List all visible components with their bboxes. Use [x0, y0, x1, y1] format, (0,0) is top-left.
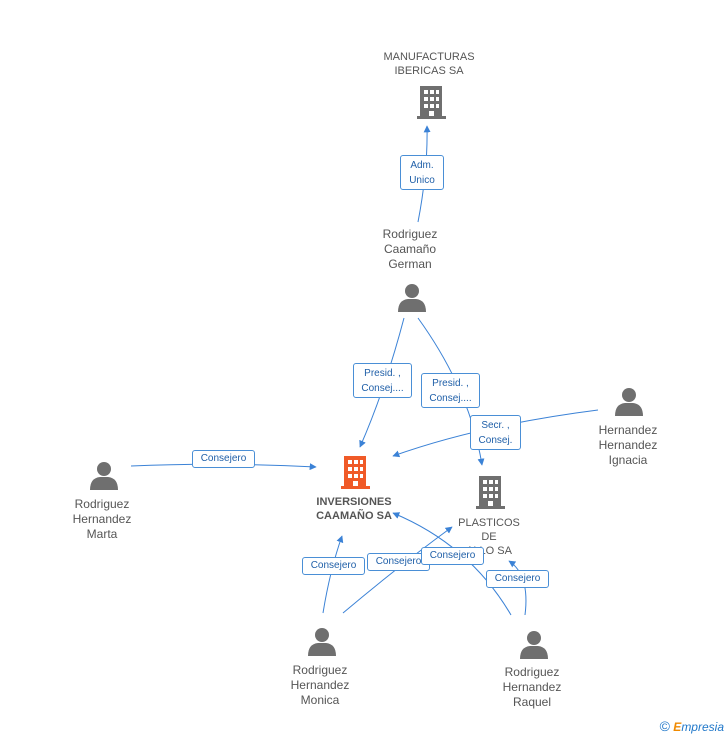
edge-label-ignacia-inversiones[interactable]: Secr. , Consej. [470, 415, 521, 450]
copyright-icon: © [659, 718, 670, 734]
node-label-marta[interactable]: Rodriguez Hernandez Marta [72, 497, 132, 541]
node-label-monica[interactable]: Rodriguez Hernandez Monica [290, 663, 350, 707]
person-icon[interactable] [88, 460, 120, 492]
person-icon[interactable] [613, 386, 645, 418]
edge-label-german-inversiones[interactable]: Presid. , Consej.... [353, 363, 412, 398]
building-icon[interactable] [475, 474, 507, 510]
person-icon[interactable] [396, 282, 428, 314]
node-label-german[interactable]: Rodriguez Caamaño German [382, 227, 438, 271]
person-icon[interactable] [306, 626, 338, 658]
edge-label-german-plasticos[interactable]: Presid. , Consej.... [421, 373, 480, 408]
person-icon[interactable] [518, 629, 550, 661]
brand-name: mpresia [681, 720, 724, 734]
edge-label-marta-inversiones[interactable]: Consejero [192, 450, 255, 468]
node-label-ignacia[interactable]: Hernandez Hernandez Ignacia [598, 423, 658, 467]
empresia-logo[interactable]: © Empresia [660, 718, 724, 734]
edge-label-raquel-inversiones[interactable]: Consejero [421, 547, 484, 565]
node-label-manufacturas[interactable]: MANUFACTURAS IBERICAS SA [383, 51, 475, 77]
building-icon[interactable] [340, 454, 372, 490]
node-label-raquel[interactable]: Rodriguez Hernandez Raquel [502, 665, 562, 709]
edge-label-monica-inversiones[interactable]: Consejero [302, 557, 365, 575]
brand-first-letter: E [673, 720, 682, 734]
edge-label-raquel-plasticos[interactable]: Consejero [486, 570, 549, 588]
building-icon[interactable] [416, 84, 448, 120]
node-label-inversiones[interactable]: INVERSIONES CAAMAÑO SA [316, 496, 392, 522]
edge-label-adm-unico[interactable]: Adm. Unico [400, 155, 444, 190]
